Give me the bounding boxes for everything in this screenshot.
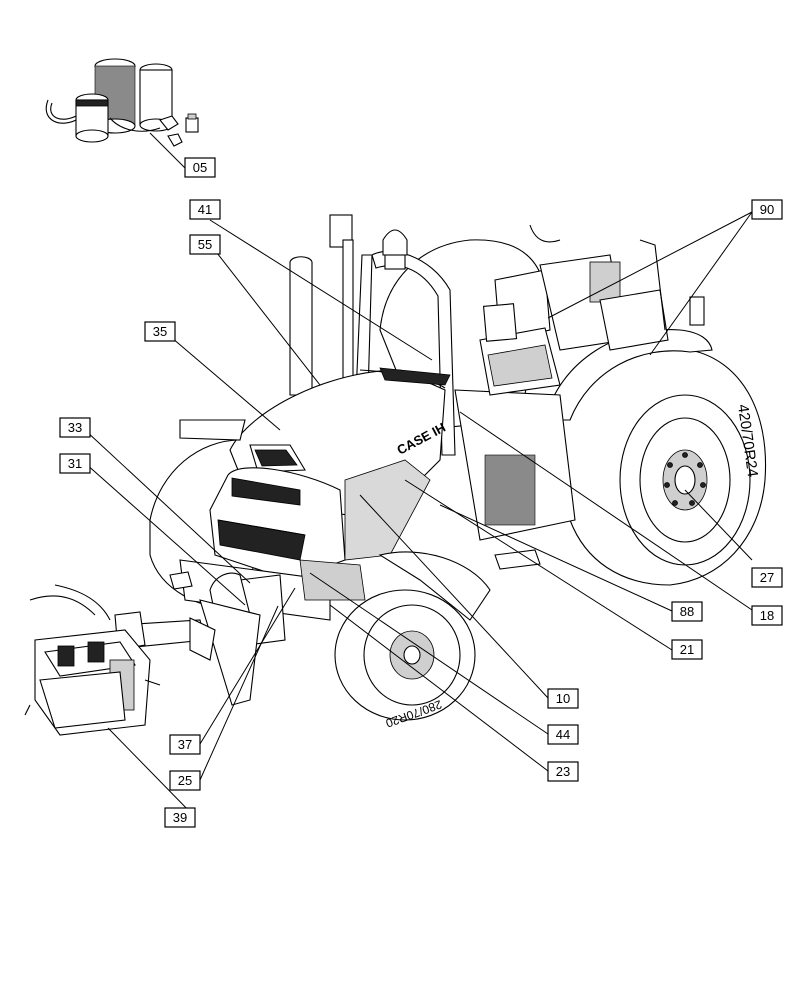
callout-90: 90 <box>751 199 783 220</box>
rear-wheel-bolts <box>664 452 706 506</box>
callout-88-text: 88 <box>680 604 694 619</box>
callout-23: 23 <box>547 761 579 782</box>
callout-25-text: 25 <box>178 773 192 788</box>
callout-31-text: 31 <box>68 456 82 471</box>
tractor-illustration: 420/70R24 CASE IH <box>149 214 767 731</box>
front-hitch-ballast <box>24 584 216 736</box>
callout-90-text: 90 <box>760 202 774 217</box>
callout-05-text: 05 <box>193 160 207 175</box>
callout-05: 05 <box>184 157 216 178</box>
callout-27-text: 27 <box>760 570 774 585</box>
filter-kit <box>45 58 199 147</box>
callout-33-text: 33 <box>68 420 82 435</box>
callout-44-text: 44 <box>556 727 570 742</box>
callout-39: 39 <box>164 807 196 828</box>
callout-35-text: 35 <box>153 324 167 339</box>
callout-37: 37 <box>169 734 201 755</box>
callout-10-text: 10 <box>556 691 570 706</box>
leader-lines <box>84 132 753 818</box>
callout-25: 25 <box>169 770 201 791</box>
callout-33: 33 <box>59 417 91 438</box>
callout-39-text: 39 <box>173 810 187 825</box>
callout-88: 88 <box>671 601 703 622</box>
callout-21-text: 21 <box>680 642 694 657</box>
callout-21: 21 <box>671 639 703 660</box>
callout-18: 18 <box>751 605 783 626</box>
callout-44: 44 <box>547 724 579 745</box>
callout-31: 31 <box>59 453 91 474</box>
callout-41: 41 <box>189 199 221 220</box>
callout-41-text: 41 <box>198 202 212 217</box>
callout-55: 55 <box>189 234 221 255</box>
callout-10: 10 <box>547 688 579 709</box>
callout-18-text: 18 <box>760 608 774 623</box>
callout-37-text: 37 <box>178 737 192 752</box>
callout-23-text: 23 <box>556 764 570 779</box>
callout-55-text: 55 <box>198 237 212 252</box>
callout-35: 35 <box>144 321 176 342</box>
callout-27: 27 <box>751 567 783 588</box>
